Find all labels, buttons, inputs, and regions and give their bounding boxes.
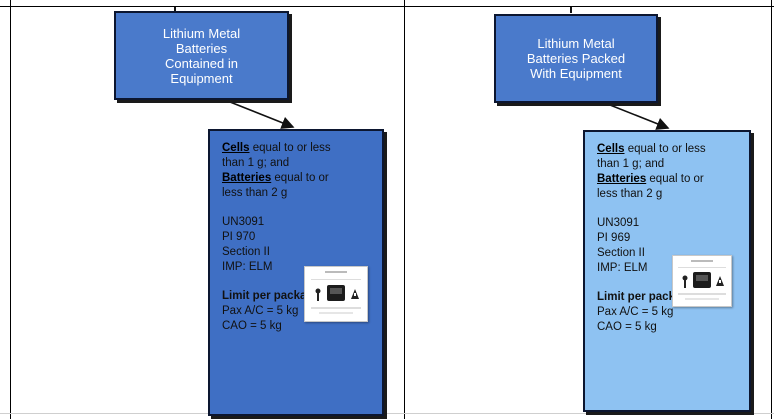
left-imp: IMP: ELM (222, 261, 273, 273)
left-pi: PI 970 (222, 231, 256, 243)
left-batteries-word: Batteries (222, 172, 272, 184)
left-batteries-rest: equal to or (271, 172, 329, 184)
right-section: Section II (597, 247, 645, 259)
left-limit-title: Limit per package: (222, 290, 324, 302)
right-cells-rest: equal to or less (624, 143, 706, 155)
right-batteries-word: Batteries (597, 173, 647, 185)
left-section: Section II (222, 246, 270, 258)
right-line2: than 1 g; and (597, 158, 665, 170)
arrow-left (224, 99, 295, 129)
right-pi: PI 969 (597, 232, 631, 244)
left-title-text: Lithium Metal Batteries Contained in Equ… (162, 25, 241, 86)
right-pax: Pax A/C = 5 kg (597, 306, 674, 318)
left-pax: Pax A/C = 5 kg (222, 305, 299, 317)
battery-handling-label-icon (678, 260, 726, 300)
arrow-right (604, 102, 670, 130)
left-cells-word: Cells (222, 142, 250, 154)
battery-handling-label-icon (311, 271, 361, 314)
right-battery-label-image (672, 255, 732, 307)
table-top-border (0, 0, 774, 7)
right-cells-word: Cells (597, 143, 625, 155)
right-un: UN3091 (597, 217, 640, 229)
left-line4: less than 2 g (222, 187, 288, 199)
right-cao: CAO = 5 kg (597, 321, 657, 333)
right-table-cell (404, 0, 772, 419)
left-title-box: Lithium Metal Batteries Contained in Equ… (114, 11, 289, 100)
left-line2: than 1 g; and (222, 157, 290, 169)
right-title-text: Lithium Metal Batteries Packed With Equi… (526, 36, 626, 81)
left-cells-rest: equal to or less (249, 142, 331, 154)
left-un: UN3091 (222, 216, 265, 228)
left-cao: CAO = 5 kg (222, 320, 282, 332)
right-batteries-rest: equal to or (646, 173, 704, 185)
left-battery-label-image (304, 266, 368, 322)
right-line4: less than 2 g (597, 188, 663, 200)
bottom-rule (0, 413, 774, 414)
right-imp: IMP: ELM (597, 262, 648, 274)
right-title-box: Lithium Metal Batteries Packed With Equi… (494, 14, 658, 103)
